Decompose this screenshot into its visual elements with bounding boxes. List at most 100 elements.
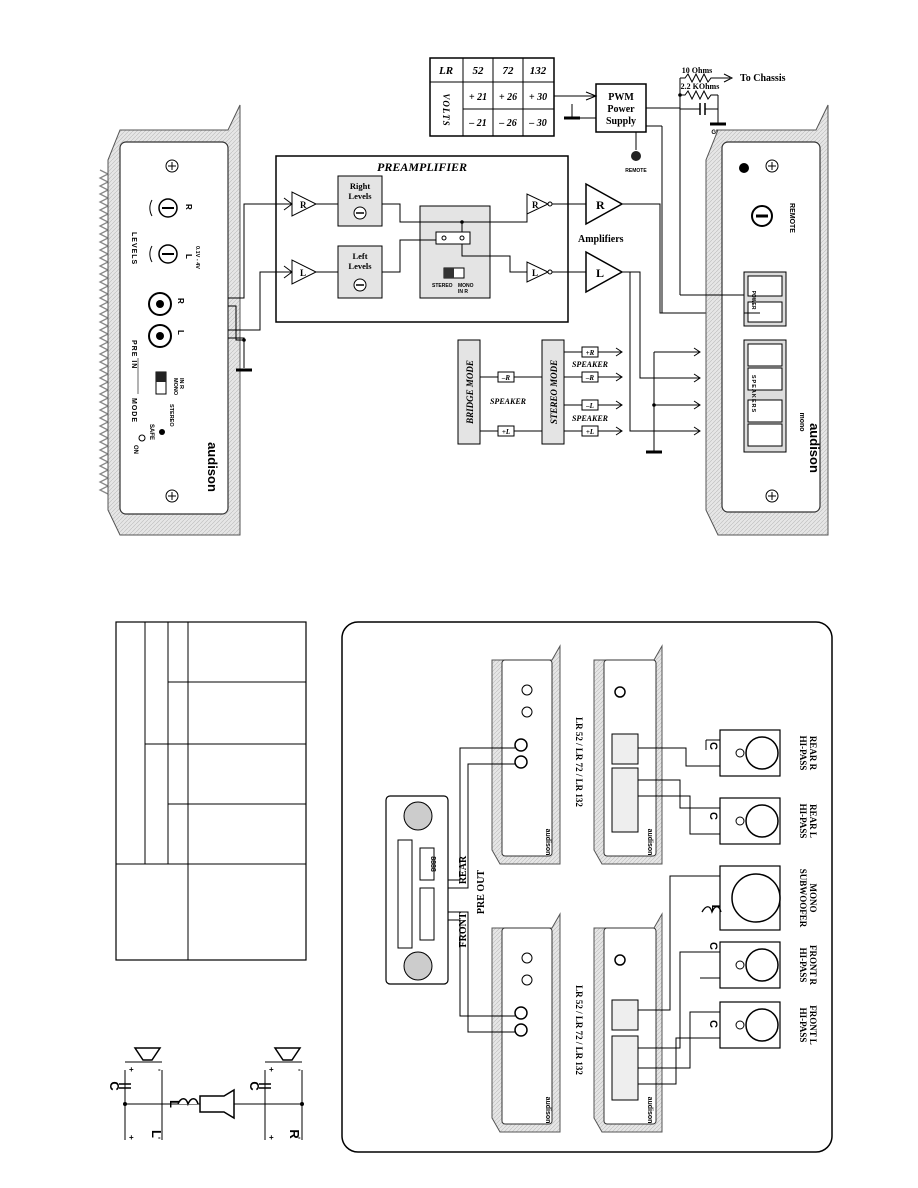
svg-text:+R: +R (586, 349, 595, 357)
svg-text:–R: –R (585, 374, 595, 382)
svg-text:–R: –R (501, 374, 511, 382)
pre-out-label: PRE OUT (476, 870, 487, 915)
svg-text:Right: Right (350, 181, 370, 191)
svg-text:Levels: Levels (348, 261, 372, 271)
on-led-icon (138, 434, 146, 442)
svg-text:C: C (707, 812, 719, 820)
bridge-mode-label: BRIDGE MODE (465, 360, 475, 425)
model-label-rear: LR 52 / LR 72 / LR 132 (574, 717, 584, 807)
svg-text:audison: audison (544, 829, 551, 856)
headunit-display: 8888 (429, 856, 436, 872)
resistor-10-ohm-icon (680, 72, 730, 84)
svg-text:MODE: MODE (130, 398, 137, 423)
svg-text:REAR R: REAR R (808, 736, 818, 771)
led-icon (739, 163, 749, 173)
svg-text:L: L (596, 266, 604, 280)
table-neg-132: – 30 (528, 118, 547, 129)
svg-text:IN R: IN R (178, 378, 184, 389)
amplifiers-label: Amplifiers (578, 234, 624, 245)
svg-text:HI-PASS: HI-PASS (798, 804, 808, 839)
headunit-knob-icon (403, 801, 433, 831)
svg-text:HI-PASS: HI-PASS (798, 736, 808, 771)
svg-text:STEREO: STEREO (168, 404, 174, 427)
svg-text:L: L (709, 905, 721, 912)
svg-text:+: + (269, 1133, 274, 1142)
svg-text:SPEAKERS: SPEAKERS (750, 375, 756, 413)
svg-text:R: R (300, 200, 307, 210)
svg-text:L: L (300, 268, 306, 278)
svg-text:IN R: IN R (458, 289, 468, 295)
svg-text:C: C (707, 1020, 719, 1028)
svg-text:+L: +L (586, 428, 594, 436)
input-faceplate (119, 141, 229, 515)
brand-logo: audison (807, 423, 822, 473)
table-neg-52: – 21 (468, 118, 487, 129)
speaker-subwoofer-mono: SUBWOOFER MONO (690, 865, 818, 931)
table-pos-72: + 26 (499, 92, 517, 103)
blank-table (115, 621, 307, 961)
tweeter-r-icon (273, 1047, 302, 1061)
rotate-arrow-icon (149, 199, 153, 217)
svg-text:FRONT L: FRONT L (808, 1005, 818, 1045)
svg-text:R: R (596, 198, 605, 212)
svg-text:L: L (149, 1130, 164, 1138)
front-label: FRONT (458, 912, 469, 947)
svg-text:Left: Left (352, 251, 367, 261)
svg-text:ON: ON (132, 445, 138, 454)
svg-text:L: L (167, 1100, 182, 1108)
headunit-knob-icon (403, 951, 433, 981)
table-header-132: 132 (530, 65, 547, 77)
svg-text:MONO: MONO (172, 378, 178, 396)
svg-text:0.1V - 4V: 0.1V - 4V (194, 246, 200, 269)
subwoofer-icon (199, 1088, 235, 1120)
svg-text:SPEAKER: SPEAKER (490, 397, 527, 406)
amplifier-input-panel: audison ON SAFE MODE STEREO MONO IN R PR… (98, 104, 241, 536)
table-header-52: 52 (473, 65, 485, 77)
svg-text:-: - (298, 1133, 301, 1142)
speaker-front-l: HI-PASS FRONT L (700, 1001, 818, 1049)
svg-text:L: L (532, 268, 538, 278)
svg-text:C: C (707, 942, 719, 950)
svg-text:SPEAKER: SPEAKER (572, 360, 609, 369)
svg-text:+L: +L (502, 428, 510, 436)
svg-text:Supply: Supply (606, 116, 636, 127)
svg-text:R: R (184, 204, 193, 210)
speaker-rear-r: HI-PASS REAR R (700, 729, 818, 777)
table-header-lr: LR (438, 65, 453, 77)
svg-text:MONO: MONO (458, 283, 474, 289)
svg-text:STEREO: STEREO (432, 283, 453, 289)
svg-text:LEVELS: LEVELS (130, 232, 137, 265)
table-neg-72: – 26 (498, 118, 517, 129)
speaker-front-r: HI-PASS FRONT R (700, 941, 818, 989)
voltage-table: LR 52 72 132 VOLTS + 21 + 26 + 30 – 21 –… (429, 57, 555, 137)
crossover-diagram: C C L L R + - + - + - + - (107, 1047, 304, 1142)
inductor-icon (177, 1098, 199, 1107)
svg-text:REAR L: REAR L (808, 804, 818, 838)
screw-icon (765, 159, 779, 173)
svg-text:HI-PASS: HI-PASS (798, 1008, 808, 1043)
svg-text:PWM: PWM (608, 92, 634, 103)
speaker-rear-l: HI-PASS REAR L (700, 797, 818, 845)
input-wiring (228, 197, 293, 372)
svg-text:–L: –L (585, 402, 594, 410)
to-chassis-label: To Chassis (740, 73, 786, 84)
svg-text:SAFE: SAFE (148, 424, 154, 440)
svg-text:-: - (158, 1133, 161, 1142)
svg-text:Power: Power (607, 104, 635, 115)
svg-text:C: C (247, 1081, 262, 1091)
pwm-power-supply: PWM Power Supply REMOTE (554, 83, 680, 174)
svg-text:C: C (707, 742, 719, 750)
svg-text:SUBWOOFER: SUBWOOFER (798, 869, 808, 928)
svg-text:-: - (298, 1065, 301, 1074)
table-pos-52: + 21 (469, 92, 487, 103)
svg-text:MONO: MONO (808, 884, 818, 913)
safe-led-icon (159, 429, 165, 435)
svg-text:R: R (532, 200, 539, 210)
preamp-title: PREAMPLIFIER (377, 160, 467, 174)
svg-text:SPEAKER: SPEAKER (572, 414, 609, 423)
stereo-mode-label: STEREO MODE (549, 360, 559, 424)
brand-logo: audison (205, 442, 220, 492)
remote-label: REMOTE (788, 203, 795, 233)
svg-text:+: + (269, 1065, 274, 1074)
